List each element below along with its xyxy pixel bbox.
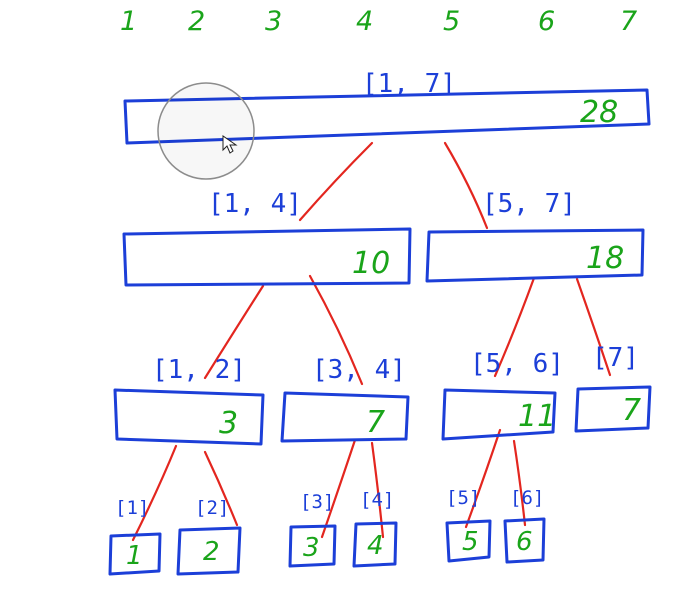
node-range-label: [1, 2] (152, 355, 246, 385)
index-label: 1 (120, 6, 137, 37)
node-range-label: [5, 7] (482, 189, 576, 219)
node-left-left: [1, 2] 3 (113, 355, 265, 446)
node-value: 28 (580, 95, 618, 130)
node-box (108, 532, 162, 576)
node-box (176, 526, 242, 576)
node-value: 5 (462, 527, 479, 557)
index-label: 6 (538, 6, 555, 37)
node-box (113, 388, 265, 446)
node-value: 11 (518, 399, 556, 434)
leaf-node-5: [5] 5 (445, 487, 492, 563)
node-value: 7 (622, 393, 641, 428)
node-range-label: [4] (360, 489, 394, 511)
node-range-label: [1, 4] (208, 189, 302, 219)
node-box (445, 519, 492, 563)
node-value: 18 (586, 241, 624, 276)
edge-rl-leaf6 (512, 439, 527, 527)
node-value: 10 (352, 246, 390, 281)
node-value: 7 (366, 405, 385, 440)
edge-lr-leaf4 (370, 441, 385, 539)
edge-r-rr (575, 277, 612, 377)
node-value: 4 (367, 531, 384, 561)
node-box (441, 388, 557, 441)
node-box (503, 517, 546, 564)
edge-r-rl (493, 276, 536, 378)
leaf-node-4: [4] 4 (352, 489, 398, 568)
node-value: 3 (303, 533, 320, 563)
node-value: 2 (203, 537, 220, 567)
node-range-label: [2] (195, 497, 229, 519)
cursor-ring (157, 82, 255, 180)
mouse-pointer-icon (222, 135, 238, 154)
edge-lr-leaf3 (320, 438, 357, 539)
edge-ll-leaf2 (203, 450, 239, 527)
index-label: 3 (265, 6, 282, 37)
node-left-right: [3, 4] 7 (280, 355, 410, 443)
node-box (122, 227, 412, 287)
node-range-label: [1] (115, 497, 149, 519)
index-label: 4 (356, 6, 373, 37)
leaf-node-1: [1] 1 (108, 497, 162, 576)
node-box (352, 521, 398, 568)
node-root: [1, 7] 28 (123, 69, 651, 145)
cursor-highlight (157, 82, 255, 180)
node-range-label: [5] (446, 487, 480, 509)
node-box (280, 391, 410, 443)
tree-edges (131, 141, 612, 542)
node-range-label: [5, 6] (470, 349, 564, 379)
node-box (574, 385, 652, 433)
node-right-right: [7] 7 (574, 343, 652, 433)
edge-root-left (298, 141, 374, 222)
node-value: 3 (219, 406, 238, 441)
node-box (425, 228, 645, 283)
node-value: 6 (516, 527, 533, 557)
edge-rl-leaf5 (464, 428, 502, 529)
index-label: 7 (620, 6, 637, 37)
leaf-node-2: [2] 2 (176, 497, 242, 576)
edge-ll-leaf1 (131, 444, 178, 542)
node-right-left: [5, 6] 11 (441, 349, 564, 441)
index-row: 1 2 3 4 5 6 7 (120, 6, 637, 37)
node-value: 1 (126, 541, 143, 571)
index-label: 2 (188, 6, 205, 37)
leaf-node-6: [6] 6 (503, 487, 546, 564)
leaf-node-3: [3] 3 (288, 491, 337, 568)
edge-l-ll (203, 284, 265, 380)
index-label: 5 (443, 6, 460, 37)
node-range-label: [3, 4] (312, 355, 406, 385)
node-right: [5, 7] 18 (425, 189, 645, 283)
node-left: [1, 4] 10 (122, 189, 412, 287)
node-box (288, 524, 337, 568)
edge-root-right (443, 141, 489, 230)
edge-l-lr (308, 274, 364, 386)
node-range-label: [6] (510, 487, 544, 509)
node-box (123, 88, 651, 145)
node-range-label: [3] (300, 491, 334, 513)
node-range-label: [7] (592, 343, 639, 373)
